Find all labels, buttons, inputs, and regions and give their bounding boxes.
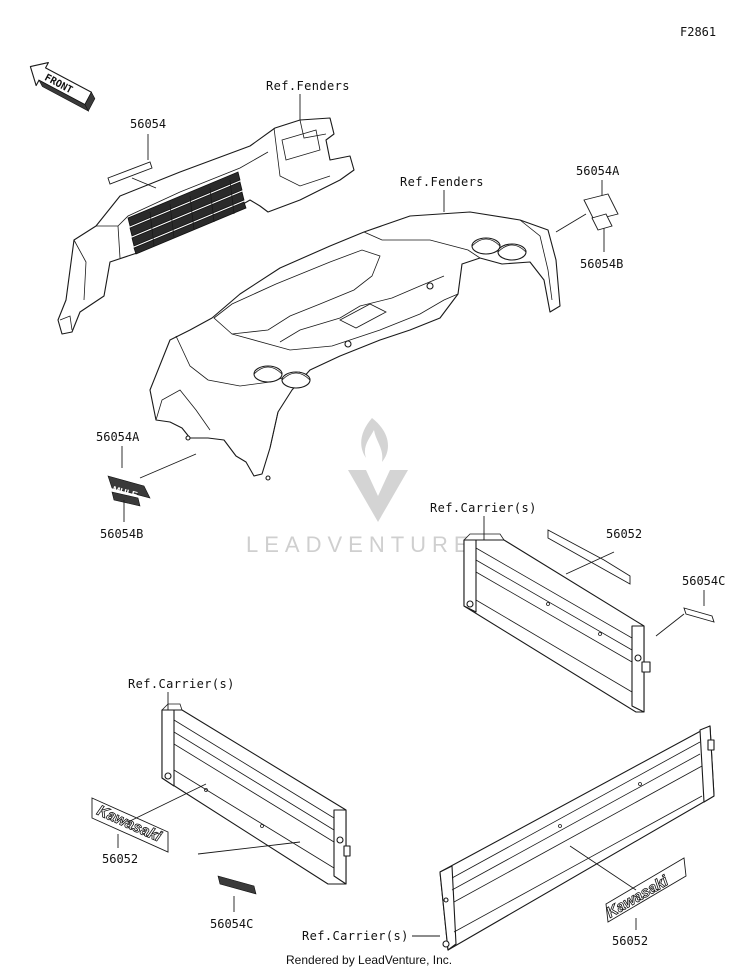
kawasaki-decal-left: Kawasaki: [91, 797, 169, 853]
carrier-gate-left: [161, 703, 351, 885]
ref-fenders-rear: Ref.Fenders: [400, 175, 484, 189]
decal-56054a-right: [583, 193, 619, 221]
label-56054-front: 56054: [130, 117, 166, 131]
decal-56052-right: [547, 529, 631, 585]
ref-carrier-right: Ref.Carrier(s): [430, 501, 537, 515]
label-56052-right: 56052: [606, 527, 642, 541]
label-56052-bottom: 56052: [612, 934, 648, 948]
rear-fender-tub: [149, 211, 561, 481]
label-56054b-right: 56054B: [580, 257, 623, 271]
ref-carrier-bottom: Ref.Carrier(s): [302, 929, 409, 943]
label-56054b-left: 56054B: [100, 527, 143, 541]
carrier-gate-right: [463, 533, 651, 713]
carrier-gate-bottom: [439, 725, 715, 951]
watermark-text: LEADVENTURE: [246, 532, 475, 557]
ref-fenders-front: Ref.Fenders: [266, 79, 350, 93]
watermark-logo: LEADVENTURE: [246, 418, 475, 557]
label-56054a-right: 56054A: [576, 164, 620, 178]
label-56054c-left: 56054C: [210, 917, 253, 931]
kawasaki-decal-bottom-text: Kawasaki: [604, 872, 672, 921]
grille-slats: [127, 171, 247, 255]
decal-56054-front: [107, 161, 153, 185]
ref-carrier-left: Ref.Carrier(s): [128, 677, 235, 691]
cupholder-right: [471, 237, 527, 261]
mule-badge-decal: MULE: [107, 475, 151, 507]
label-56052-left: 56052: [102, 852, 138, 866]
front-arrow-icon: FRONT: [29, 62, 96, 112]
label-56054a-left: 56054A: [96, 430, 140, 444]
decal-56054c-left: [217, 875, 257, 895]
label-56054c-right: 56054C: [682, 574, 725, 588]
decal-56054b-right: [591, 213, 613, 231]
footer-credit: Rendered by LeadVenture, Inc.: [286, 953, 452, 967]
decal-56054c-right: [683, 607, 715, 623]
figure-code: F2861: [680, 25, 716, 39]
kawasaki-decal-bottom: Kawasaki: [603, 857, 687, 923]
front-grille-panel: [57, 117, 355, 335]
cupholder-left: [253, 365, 311, 389]
